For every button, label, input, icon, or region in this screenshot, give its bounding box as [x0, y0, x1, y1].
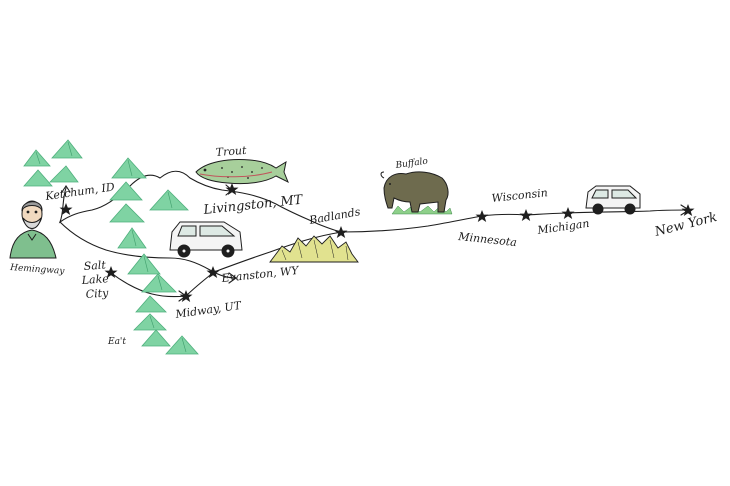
- grass: [391, 205, 453, 215]
- mountain: [23, 169, 53, 187]
- beard: [22, 217, 42, 229]
- mountain: [23, 149, 51, 167]
- label-minnesota: Minnesota: [457, 230, 518, 249]
- shirt: [9, 229, 57, 259]
- star-salt-lake-city: [104, 266, 118, 278]
- route-evanston-badlands: [213, 231, 343, 273]
- star-midway: [179, 290, 193, 302]
- route-slc-midway: [109, 271, 187, 298]
- car-icon: [169, 221, 243, 258]
- label-salt-lake-city-line3: City: [85, 286, 109, 301]
- label-salt-lake-city-line2: Lake: [80, 272, 109, 287]
- buffalo-illustration: [380, 171, 453, 215]
- stop-markers: [59, 183, 695, 302]
- star-livingston: [225, 183, 239, 195]
- rocky-mountains: [23, 139, 199, 355]
- label-livingston: Livingston, MT: [202, 193, 305, 219]
- mountain: [141, 329, 171, 347]
- label-salt-lake-city-line1: Salt: [83, 258, 106, 273]
- arrow-ketchum: [61, 185, 71, 193]
- star-new-york: [681, 204, 695, 216]
- mountain: [141, 273, 177, 293]
- star-minnesota: [475, 210, 489, 222]
- hemingway-portrait: [9, 200, 57, 259]
- car-icon: [585, 185, 641, 215]
- star-evanston: [206, 266, 220, 278]
- mountain: [111, 157, 147, 179]
- buffalo-icon: [383, 171, 449, 213]
- mountain: [165, 335, 199, 355]
- mountain: [149, 189, 189, 211]
- label-wisconsin: Wisconsin: [491, 186, 548, 205]
- label-midway: Midway, UT: [174, 299, 244, 321]
- trout-illustration: [195, 159, 289, 185]
- mountain: [127, 253, 161, 275]
- arrow-evanston: [228, 272, 237, 284]
- label-michigan: Michigan: [536, 217, 591, 237]
- route-ketchum-livingston: [58, 170, 343, 233]
- mountain: [135, 295, 167, 313]
- star-badlands: [334, 226, 348, 238]
- mountain: [117, 227, 147, 249]
- mountain: [51, 139, 83, 159]
- badlands-ridge: [269, 235, 359, 263]
- star-wisconsin: [519, 209, 533, 221]
- mountain: [49, 165, 79, 183]
- label-hemingway: Hemingway: [9, 263, 66, 277]
- mountain: [133, 313, 167, 331]
- trout-icon: [195, 159, 289, 185]
- mountain: [109, 203, 145, 223]
- label-badlands: Badlands: [307, 205, 361, 227]
- label-eat: Ea't: [107, 337, 126, 347]
- hair: [21, 201, 43, 212]
- star-ketchum: [59, 203, 73, 215]
- star-michigan: [561, 207, 575, 219]
- label-trout: Trout: [215, 144, 247, 159]
- label-evanston: Evanston, WY: [220, 264, 301, 285]
- label-ketchum: Ketchum, ID: [44, 180, 116, 203]
- label-buffalo: Buffalo: [394, 156, 429, 171]
- route-ketchum-evanston: [59, 221, 237, 279]
- badlands-hills: [269, 235, 359, 263]
- mountain: [109, 181, 143, 201]
